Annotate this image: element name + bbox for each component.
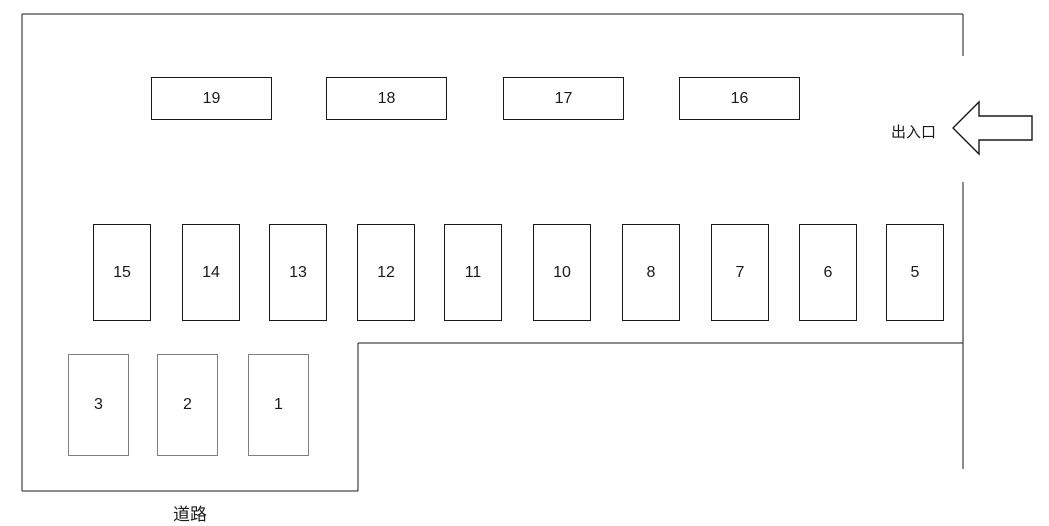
space-label: 13	[289, 263, 307, 281]
parking-space-10: 10	[533, 224, 591, 321]
space-label: 11	[464, 263, 482, 281]
parking-space-12: 12	[357, 224, 415, 321]
space-label: 10	[553, 263, 571, 281]
space-label: 16	[730, 89, 749, 107]
parking-space-7: 7	[711, 224, 769, 321]
entrance-exit-label: 出入口	[891, 124, 937, 141]
parking-space-18: 18	[326, 77, 447, 120]
parking-space-16: 16	[679, 77, 800, 120]
space-label: 7	[735, 263, 745, 281]
parking-space-15: 15	[93, 224, 151, 321]
parking-space-17: 17	[503, 77, 624, 120]
parking-space-11: 11	[444, 224, 502, 321]
parking-space-8: 8	[622, 224, 680, 321]
space-label: 14	[202, 263, 220, 281]
parking-space-14: 14	[182, 224, 240, 321]
space-label: 3	[94, 396, 103, 413]
space-label: 15	[113, 263, 131, 281]
space-label: 12	[377, 263, 395, 281]
road-label: 道路	[173, 505, 207, 524]
space-label: 2	[183, 396, 192, 413]
space-label: 1	[274, 396, 283, 413]
space-label: 6	[823, 263, 833, 281]
space-label: 8	[646, 263, 656, 281]
parking-space-1: 1	[248, 354, 309, 456]
space-label: 19	[202, 89, 221, 107]
parking-space-2: 2	[157, 354, 218, 456]
parking-space-3: 3	[68, 354, 129, 456]
space-label: 5	[910, 263, 920, 281]
parking-space-19: 19	[151, 77, 272, 120]
space-label: 18	[377, 89, 396, 107]
space-label: 17	[554, 89, 573, 107]
parking-space-5: 5	[886, 224, 944, 321]
parking-space-6: 6	[799, 224, 857, 321]
parking-space-13: 13	[269, 224, 327, 321]
